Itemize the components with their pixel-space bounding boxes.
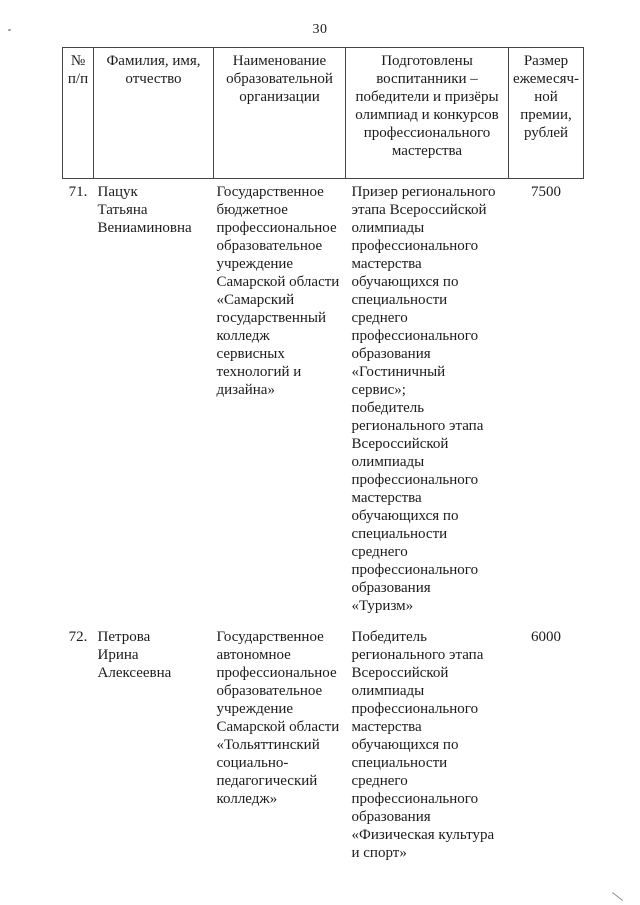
full-name-cell: Пацук Татьяна Вениаминовна bbox=[97, 184, 192, 236]
table-header: № п/п Фамилия, имя, отчество Наименовани… bbox=[62, 47, 584, 179]
scan-stroke-artifact bbox=[612, 892, 623, 901]
column-header-row-number: № п/п bbox=[62, 47, 94, 179]
organization-cell: Государственное автономное профессиональ… bbox=[216, 629, 340, 807]
achievement-cell: Победитель регионального этапа Всероссий… bbox=[351, 629, 495, 861]
table-row: 72. Петрова Ирина Алексеевна Государстве… bbox=[63, 615, 584, 862]
page-number: 30 bbox=[312, 22, 328, 37]
organization-cell: Государственное бюджетное профессиональн… bbox=[216, 184, 340, 398]
awards-table-grid: № п/п Фамилия, имя, отчество Наименовани… bbox=[62, 47, 584, 862]
column-header-premium-size: Размер ежемесяч- ной премии, рублей bbox=[508, 47, 584, 179]
scan-speck-artifact bbox=[8, 29, 11, 31]
premium-cell: 6000 bbox=[531, 629, 561, 645]
full-name-cell: Петрова Ирина Алексеевна bbox=[97, 629, 172, 681]
row-number-cell: 72. bbox=[68, 629, 88, 645]
premium-cell: 7500 bbox=[531, 184, 561, 200]
awards-table: № п/п Фамилия, имя, отчество Наименовани… bbox=[62, 47, 584, 862]
column-header-organization: Наименование образовательной организации bbox=[213, 47, 346, 179]
row-number-cell: 71. bbox=[68, 184, 88, 200]
achievement-cell: Призер регионального этапа Всероссийской… bbox=[351, 184, 496, 614]
column-header-achievements: Подготовлены воспитанники – победители и… bbox=[345, 47, 509, 179]
column-header-full-name: Фамилия, имя, отчество bbox=[93, 47, 214, 179]
table-row: 71. Пацук Татьяна Вениаминовна Государст… bbox=[63, 179, 584, 616]
